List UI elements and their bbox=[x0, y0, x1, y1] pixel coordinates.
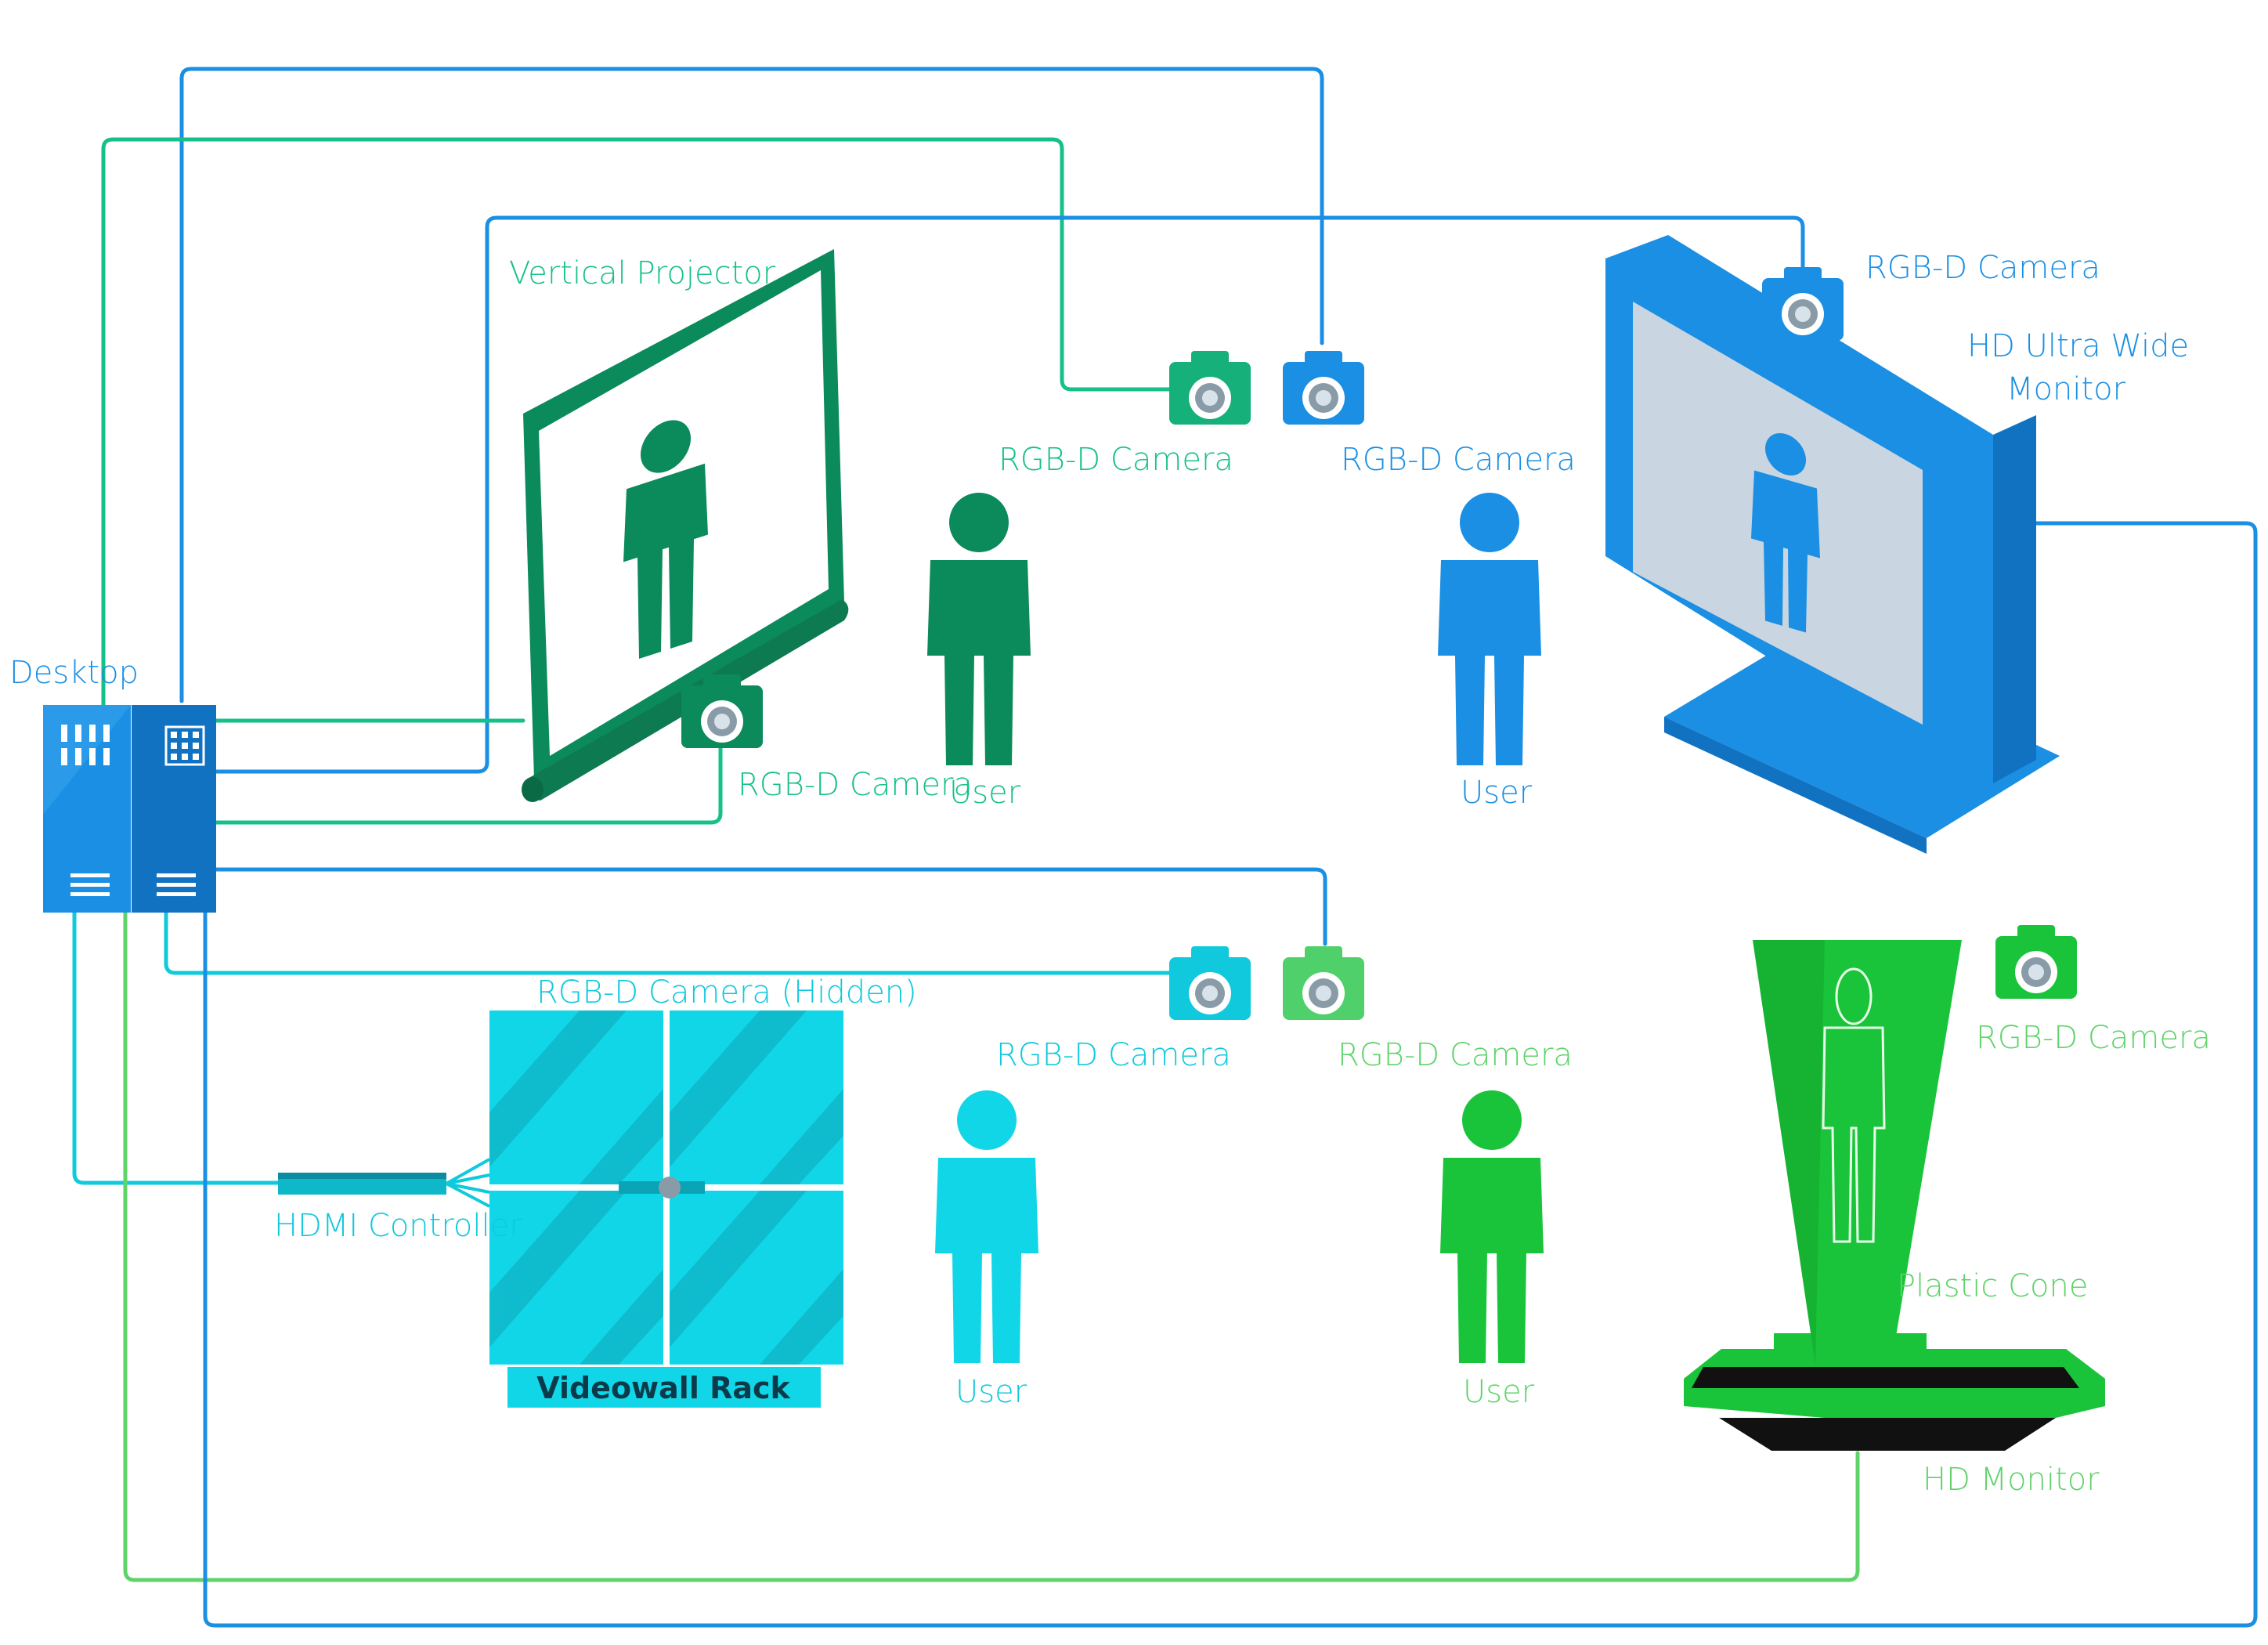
videowall-rack-label: Videowall Rack bbox=[536, 1371, 790, 1405]
camera-icon bbox=[1169, 946, 1251, 1020]
camera-cyan-label: RGB-D Camera bbox=[996, 1037, 1231, 1073]
desktop-tower-icon bbox=[43, 705, 216, 913]
camera-top-blue-label: RGB-D Camera bbox=[1341, 442, 1576, 478]
user-icon bbox=[935, 1090, 1038, 1363]
hdmi-splitter-icon bbox=[278, 1158, 490, 1208]
camera-green-mid-label: RGB-D Camera bbox=[1338, 1037, 1573, 1073]
user-icon bbox=[927, 493, 1031, 765]
camera-hidden-label: RGB-D Camera (Hidden) bbox=[536, 974, 917, 1010]
user-icon bbox=[1440, 1090, 1544, 1363]
monitor-icon bbox=[1605, 235, 2060, 854]
hdmi-controller-label: HDMI Controller bbox=[274, 1208, 522, 1244]
hologram-cone-icon bbox=[1684, 940, 2105, 1451]
ultra-wide-label-line2: Monitor bbox=[2006, 371, 2126, 407]
camera-icon bbox=[1283, 351, 1364, 425]
camera-top-green-label: RGB-D Camera bbox=[999, 442, 1233, 478]
camera-icon bbox=[681, 674, 763, 748]
user-monitor-label: User bbox=[1461, 775, 1533, 811]
videowall-icon bbox=[489, 1010, 843, 1408]
ultra-wide-label-line1: HD Ultra Wide bbox=[1967, 328, 2189, 364]
camera-cone-label: RGB-D Camera bbox=[1976, 1020, 2211, 1056]
user-cone-label: User bbox=[1463, 1374, 1535, 1410]
user-videowall-label: User bbox=[955, 1374, 1027, 1410]
camera-monitor-label: RGB-D Camera bbox=[1865, 250, 2100, 286]
camera-projector-label: RGB-D Camera bbox=[738, 767, 973, 803]
user-icon bbox=[1438, 493, 1541, 765]
desktop-label: Desktop bbox=[9, 655, 139, 691]
camera-icon bbox=[1169, 351, 1251, 425]
camera-icon bbox=[1995, 925, 2077, 999]
plastic-cone-label: Plastic Cone bbox=[1897, 1268, 2088, 1304]
camera-icon bbox=[1283, 946, 1364, 1020]
connection-wires bbox=[72, 67, 2258, 1628]
user-projector-label: User bbox=[949, 775, 1021, 811]
hd-monitor-label: HD Monitor bbox=[1923, 1462, 2100, 1498]
vertical-projector-label: Vertical Projector bbox=[509, 255, 776, 291]
camera-icon bbox=[1762, 267, 1844, 341]
